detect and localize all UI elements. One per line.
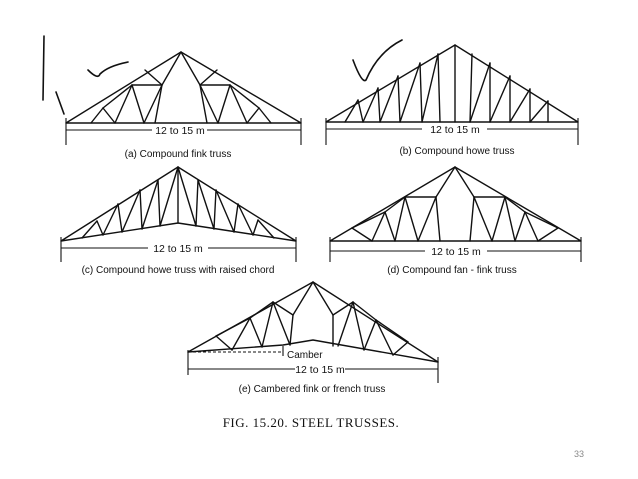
truss-a-compound-fink: [65, 51, 302, 124]
truss-b-outline: [325, 44, 579, 123]
dimension-d: [329, 237, 582, 262]
truss-b-span-label: 12 to 15 m: [430, 124, 480, 136]
truss-e-span-label: 12 to 15 m: [295, 364, 345, 376]
hand-checkmark-a: [87, 61, 129, 78]
hand-stroke-check-left: [55, 91, 65, 115]
dimension-e: [187, 346, 439, 383]
truss-a-span-label: 12 to 15 m: [155, 125, 205, 137]
truss-c-caption: (c) Compound howe truss with raised chor…: [82, 265, 275, 276]
truss-b-compound-howe: [325, 44, 579, 123]
truss-e-camber-label: Camber: [287, 350, 323, 361]
truss-e-caption: (e) Cambered fink or french truss: [239, 384, 386, 395]
truss-a-outline: [65, 51, 302, 124]
truss-d-caption: (d) Compound fan - fink truss: [387, 265, 517, 276]
figure-caption: FIG. 15.20. STEEL TRUSSES.: [223, 415, 400, 430]
truss-d-outline: [329, 166, 582, 242]
truss-a-caption: (a) Compound fink truss: [125, 149, 232, 160]
truss-c-howe-raised-chord: [60, 166, 297, 242]
truss-b-caption: (b) Compound howe truss: [399, 146, 514, 157]
dimension-c: [60, 237, 297, 262]
hand-checkmark-b: [352, 39, 403, 82]
truss-e-bottom-chord: [187, 339, 439, 363]
hand-stroke-vertical: [42, 35, 45, 101]
dimension-b: [325, 118, 579, 145]
truss-e-cambered-fink: [187, 281, 439, 363]
truss-d-span-label: 12 to 15 m: [431, 246, 481, 258]
handwritten-marks: [42, 35, 403, 115]
page-number: 33: [574, 449, 584, 459]
truss-c-span-label: 12 to 15 m: [153, 243, 203, 255]
dimension-a: [65, 118, 302, 145]
truss-d-fan-fink: [329, 166, 582, 242]
